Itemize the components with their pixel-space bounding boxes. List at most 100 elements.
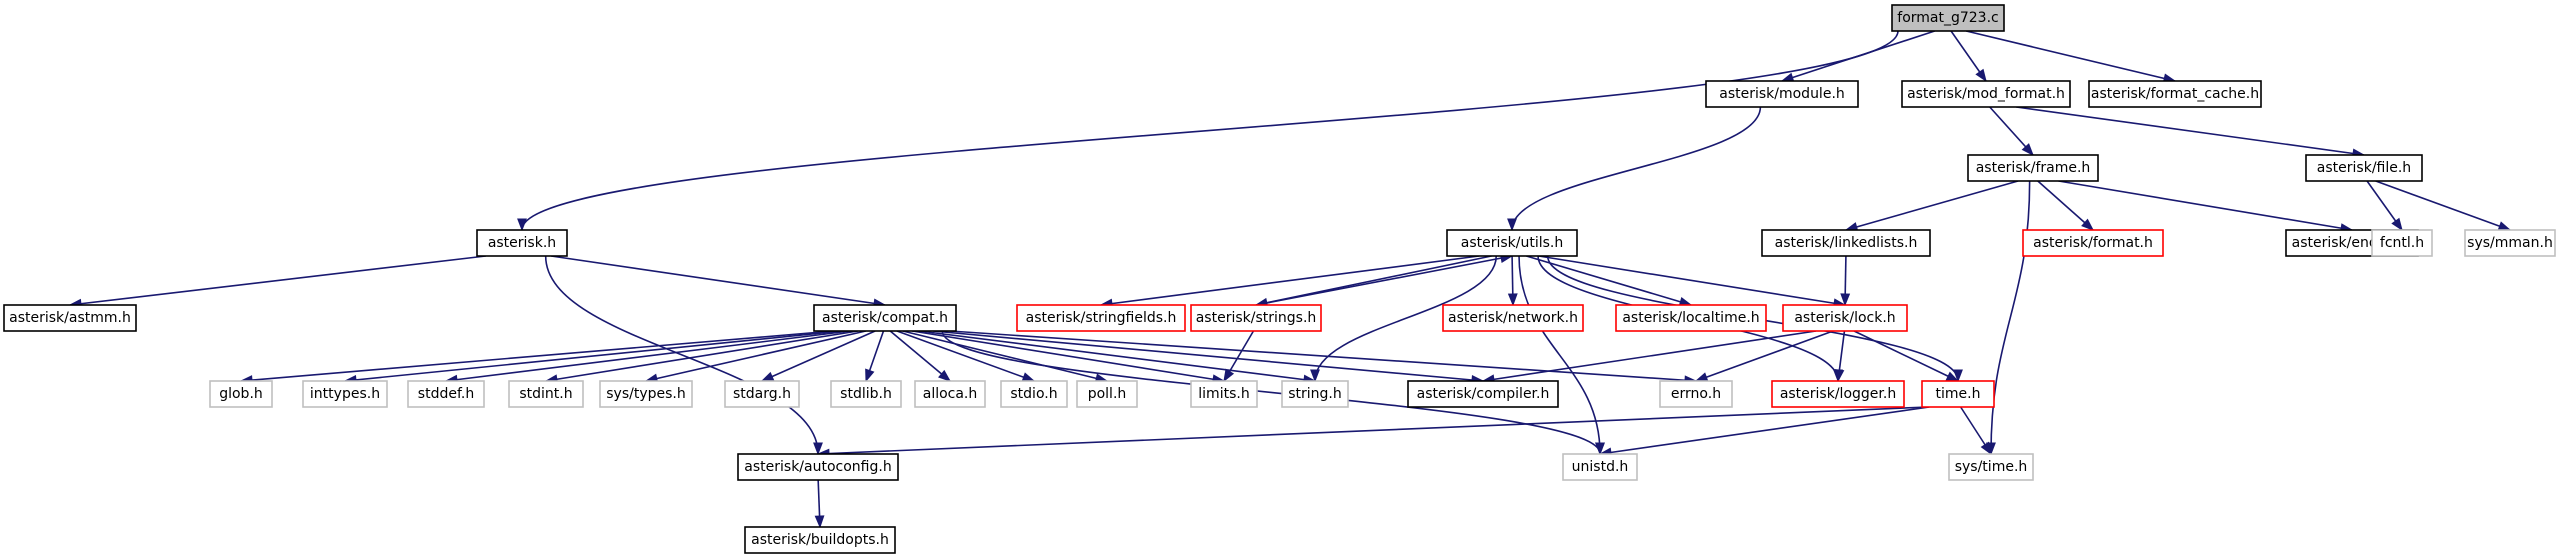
edge-line (1518, 255, 1601, 454)
node-label: asterisk/format_cache.h (2091, 86, 2259, 102)
node-box (724, 380, 800, 408)
node-label: asterisk/buildopts.h (751, 532, 889, 548)
edge-line (544, 255, 819, 454)
node-box (813, 304, 957, 332)
node-box (2088, 80, 2262, 108)
edge-format_g723-to-mod_format (1950, 30, 1987, 83)
node-systime: sys/time.h (1948, 453, 2034, 481)
edge-strings-to-limits (1223, 330, 1255, 383)
node-compiler[interactable]: asterisk/compiler.h (1407, 380, 1559, 408)
node-network[interactable]: asterisk/network.h (1442, 304, 1584, 332)
node-strings[interactable]: asterisk/strings.h (1190, 304, 1322, 332)
node-label: stddef.h (418, 386, 474, 402)
node-box (1615, 304, 1767, 332)
node-lock[interactable]: asterisk/lock.h (1782, 304, 1908, 332)
node-format_cache[interactable]: asterisk/format_cache.h (2088, 80, 2262, 108)
edge-utils-to-lock (1538, 255, 1847, 309)
node-label: asterisk/localtime.h (1622, 310, 1759, 326)
node-format_g723[interactable]: format_g723.c (1891, 4, 2005, 32)
node-label: asterisk/format.h (2033, 235, 2153, 251)
node-localtime[interactable]: asterisk/localtime.h (1615, 304, 1767, 332)
edge-format_g723-to-format_cache (1965, 30, 2177, 84)
node-file[interactable]: asterisk/file.h (2305, 154, 2423, 182)
node-label: alloca.h (923, 386, 978, 402)
node-format[interactable]: asterisk/format.h (2022, 229, 2164, 257)
edge-line (2375, 180, 2511, 231)
edge-line (1538, 255, 1846, 306)
node-stringfields[interactable]: asterisk/stringfields.h (1016, 304, 1186, 332)
node-box (1190, 380, 1258, 408)
node-label: asterisk/utils.h (1461, 235, 1564, 251)
node-asterisk[interactable]: asterisk.h (476, 229, 568, 257)
node-box (1442, 304, 1584, 332)
edge-module-to-utils (1507, 106, 1762, 232)
node-label: format_g723.c (1897, 10, 1998, 26)
node-box (1891, 4, 2005, 32)
node-frame[interactable]: asterisk/frame.h (1967, 154, 2099, 182)
edge-line (2037, 180, 2094, 231)
edge-frame-to-linkedlists (1844, 180, 2019, 232)
edge-line (919, 330, 1316, 382)
edge-line (550, 255, 886, 306)
node-label: asterisk/module.h (1719, 86, 1845, 102)
edge-lock-to-time (1853, 330, 1960, 382)
edge-frame-to-endian (2058, 180, 2354, 233)
edge-line (1526, 255, 1692, 306)
node-stddef: stddef.h (407, 380, 485, 408)
edge-line (1511, 106, 1762, 230)
node-label: stdint.h (519, 386, 572, 402)
node-errno: errno.h (1659, 380, 1733, 408)
node-linkedlists[interactable]: asterisk/linkedlists.h (1761, 229, 1931, 257)
edge-line (932, 330, 1484, 382)
node-label: poll.h (1088, 386, 1127, 402)
node-alloca: alloca.h (914, 380, 986, 408)
node-poll: poll.h (1076, 380, 1138, 408)
node-module[interactable]: asterisk/module.h (1705, 80, 1859, 108)
edge-line (545, 330, 859, 382)
edge-line (344, 330, 842, 382)
edge-asterisk-to-autoconfig (544, 255, 823, 456)
edge-frame-to-systime (1986, 180, 2031, 456)
edge-compat-to-compiler (932, 330, 1485, 385)
edge-autoconfig-to-buildopts (814, 479, 825, 529)
node-label: stdlib.h (840, 386, 892, 402)
node-box (476, 229, 568, 257)
node-box (1190, 304, 1322, 332)
edge-line (240, 330, 834, 382)
node-autoconfig[interactable]: asterisk/autoconfig.h (737, 453, 899, 481)
edge-utils-to-stringfields (1099, 255, 1480, 309)
node-mod_format[interactable]: asterisk/mod_format.h (1901, 80, 2071, 108)
node-label: asterisk/strings.h (1196, 310, 1317, 326)
node-label: asterisk/stringfields.h (1026, 310, 1177, 326)
edge-arrowhead (814, 515, 825, 529)
node-time[interactable]: time.h (1921, 380, 1995, 408)
node-stdint: stdint.h (508, 380, 584, 408)
node-compat[interactable]: asterisk/compat.h (813, 304, 957, 332)
edge-arrowhead (2081, 218, 2095, 231)
edge-format_g723-to-asterisk (517, 30, 1899, 232)
edge-arrowhead (1834, 368, 1845, 383)
node-utils[interactable]: asterisk/utils.h (1446, 229, 1578, 257)
node-buildopts[interactable]: asterisk/buildopts.h (744, 526, 896, 554)
node-box (209, 380, 273, 408)
edge-arrowhead (1840, 293, 1851, 307)
edge-arrowhead (865, 368, 875, 383)
node-mman: sys/mman.h (2464, 229, 2556, 257)
node-label: asterisk.h (488, 235, 556, 251)
edge-compat-to-unistd (941, 330, 1605, 456)
node-label: asterisk/autoconfig.h (744, 459, 891, 475)
node-logger[interactable]: asterisk/logger.h (1771, 380, 1905, 408)
edge-compat-to-errno (949, 330, 1698, 386)
edge-arrowhead (1980, 441, 1992, 456)
node-label: time.h (1936, 386, 1981, 402)
edge-arrowhead (1507, 293, 1518, 307)
node-box (1407, 380, 1559, 408)
node-box (1761, 229, 1931, 257)
node-box (1901, 80, 2071, 108)
edge-mod_format-to-file (2016, 106, 2366, 159)
edge-time-to-systime (1959, 406, 1992, 456)
node-label: string.h (1288, 386, 1342, 402)
edge-arrowhead (1694, 372, 1709, 382)
node-astmm[interactable]: asterisk/astmm.h (3, 304, 137, 332)
